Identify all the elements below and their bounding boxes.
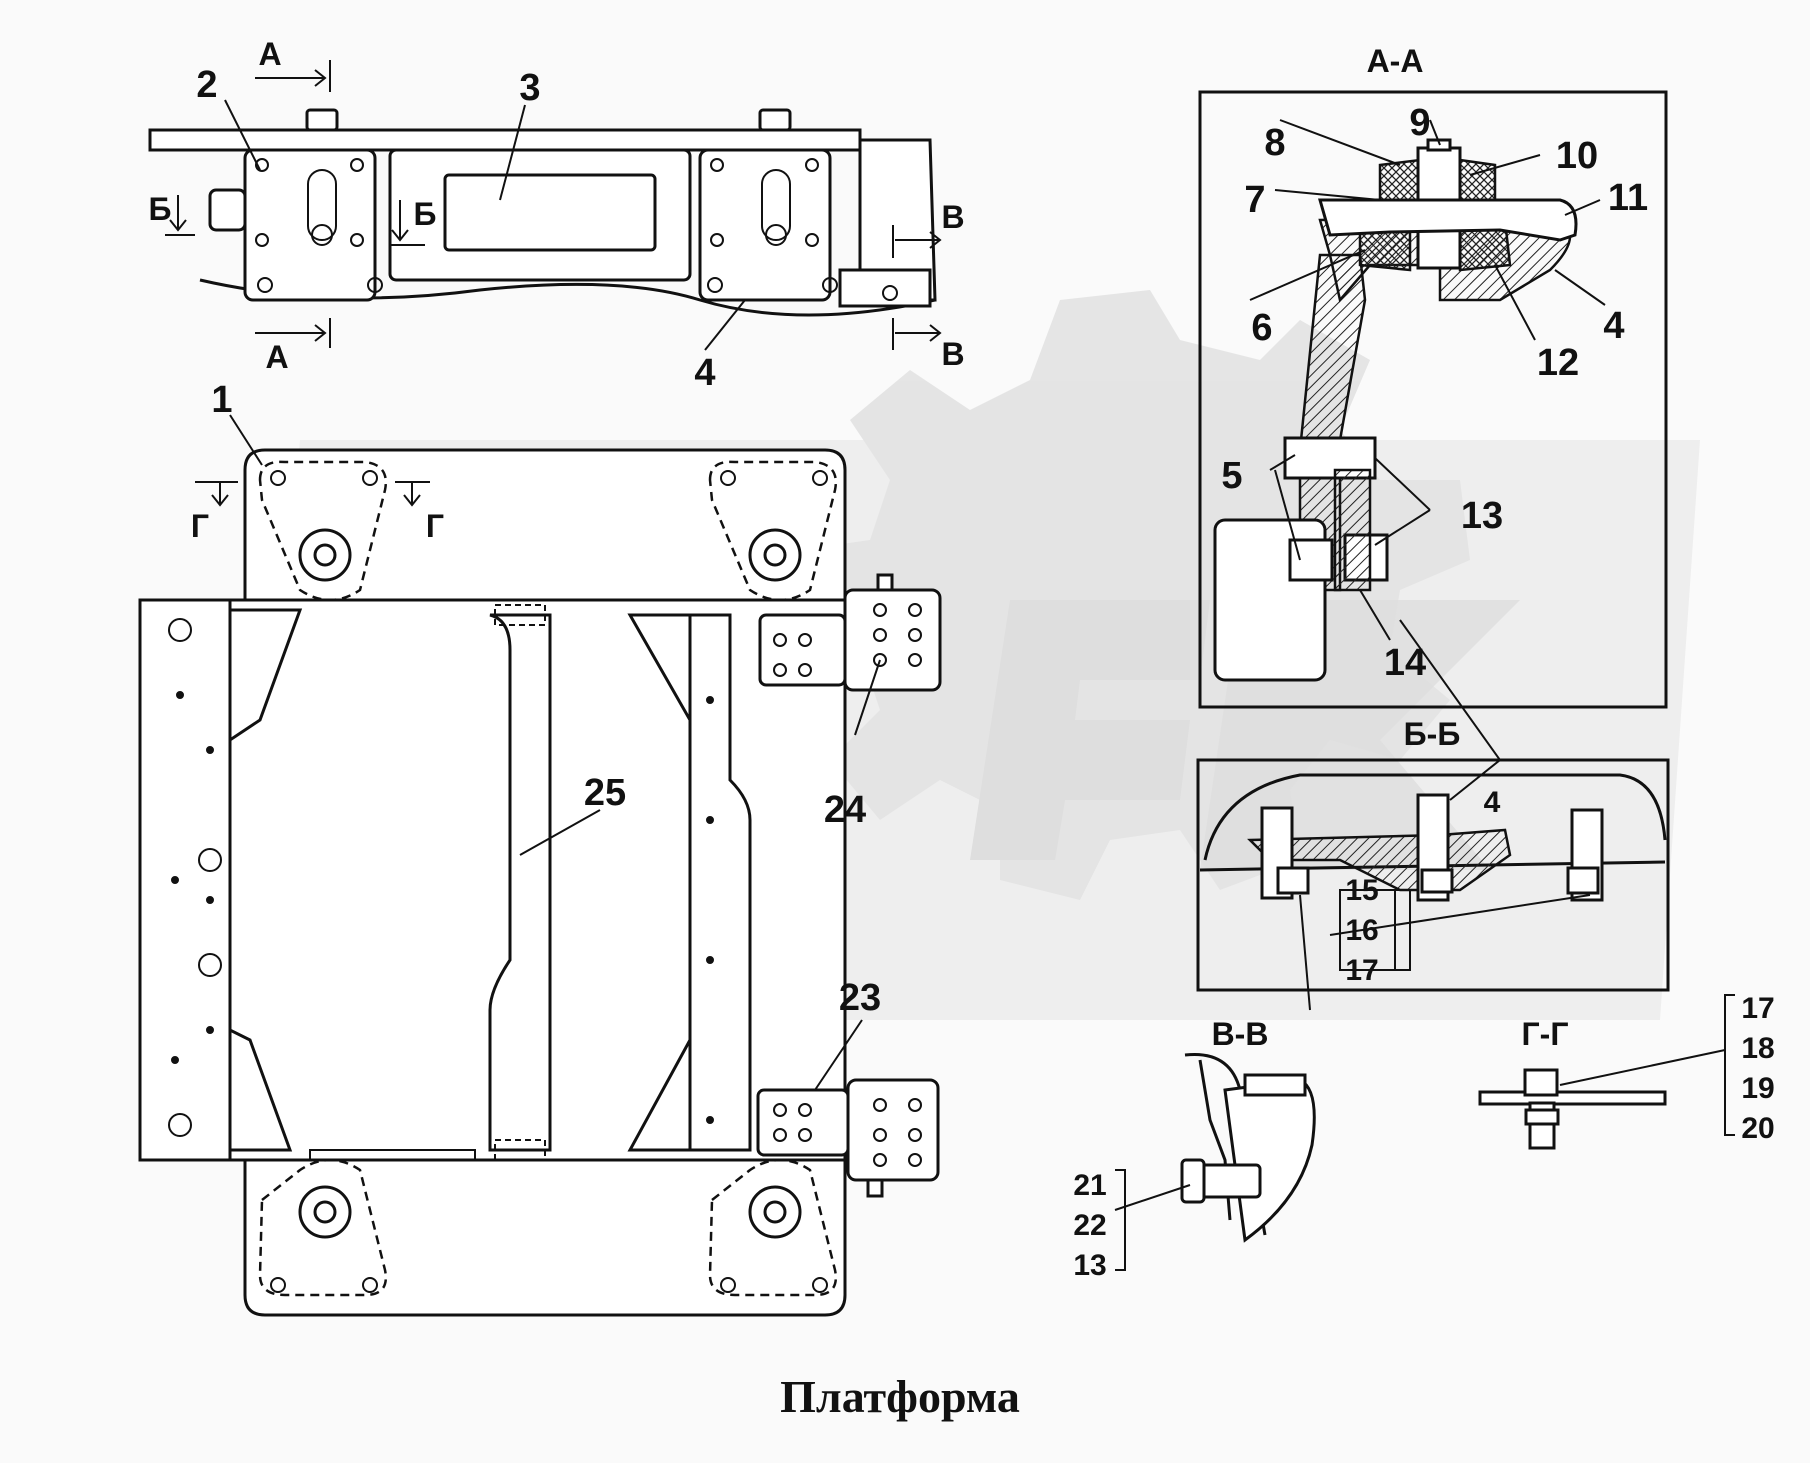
- bracket-21-13: [1115, 1169, 1126, 1271]
- part-label-25: 25: [584, 772, 626, 814]
- part-label-2: 2: [196, 64, 217, 106]
- part-label-8: 8: [1264, 122, 1285, 164]
- part-label-22: 22: [1073, 1209, 1106, 1242]
- part-label-17-bb: 17: [1345, 954, 1378, 987]
- part-label-13-vv: 13: [1073, 1249, 1106, 1282]
- part-label-11: 11: [1608, 177, 1648, 219]
- part-label-4-aa: 4: [1603, 305, 1624, 347]
- section-title-g-g: Г-Г: [1522, 1016, 1569, 1052]
- part-label-15: 15: [1345, 874, 1378, 907]
- part-label-6: 6: [1251, 307, 1272, 349]
- part-label-14: 14: [1384, 642, 1426, 684]
- cut-mark-g-left: Г: [191, 508, 209, 544]
- part-label-13-aa: 13: [1461, 495, 1503, 537]
- part-label-12: 12: [1537, 342, 1579, 384]
- part-label-3: 3: [519, 67, 540, 109]
- drawing-caption: Платформа: [780, 1371, 1020, 1422]
- main-platform-view: [138, 414, 942, 1317]
- cut-mark-a-top: А: [258, 36, 281, 72]
- section-title-b-b: Б-Б: [1404, 716, 1461, 752]
- part-label-9: 9: [1409, 102, 1430, 144]
- part-label-7: 7: [1244, 179, 1265, 221]
- section-g-g: [1478, 1049, 1726, 1150]
- section-a-a: [1198, 90, 1668, 709]
- part-label-10: 10: [1556, 135, 1598, 177]
- cut-mark-a-bottom: А: [265, 339, 288, 375]
- section-b-b: [1196, 619, 1670, 1011]
- part-label-1: 1: [211, 379, 232, 421]
- part-label-24: 24: [824, 789, 866, 831]
- cut-mark-g-right: Г: [426, 508, 444, 544]
- top-plan-view: [148, 60, 942, 351]
- part-label-20: 20: [1741, 1112, 1774, 1145]
- cut-mark-b-right: Б: [414, 196, 437, 232]
- section-title-a-a: А-А: [1367, 43, 1424, 79]
- cut-mark-v-top: В: [941, 199, 964, 235]
- part-label-16: 16: [1345, 914, 1378, 947]
- cut-mark-b-left: Б: [149, 191, 172, 227]
- section-title-v-v: В-В: [1212, 1016, 1269, 1052]
- cut-mark-v-bottom: В: [941, 336, 964, 372]
- part-label-17-gg: 17: [1741, 992, 1774, 1025]
- part-label-21: 21: [1073, 1169, 1106, 1202]
- part-label-23: 23: [839, 977, 881, 1019]
- section-v-v: [1114, 1052, 1316, 1243]
- bracket-17-20: [1724, 994, 1735, 1136]
- part-label-18: 18: [1741, 1032, 1774, 1065]
- part-label-4-top: 4: [694, 352, 715, 394]
- bracket-15-17: [1339, 890, 1396, 970]
- part-label-5: 5: [1221, 455, 1242, 497]
- part-label-4-bb: 4: [1484, 786, 1501, 819]
- part-label-19: 19: [1741, 1072, 1774, 1105]
